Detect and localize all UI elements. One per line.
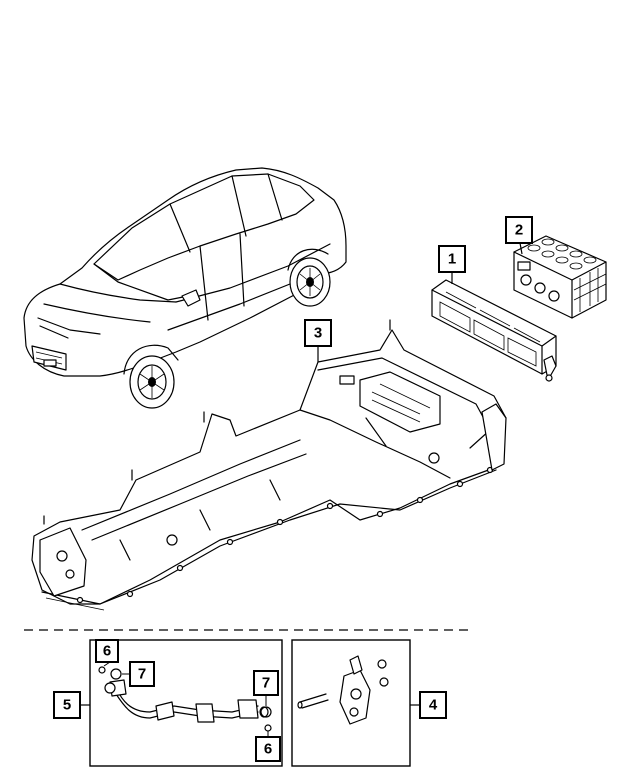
- svg-text:2: 2: [515, 222, 523, 239]
- callout-7-lower: 7: [253, 670, 279, 696]
- svg-text:1: 1: [448, 251, 456, 268]
- svg-text:6: 6: [264, 741, 272, 758]
- callout-7-upper: 7: [129, 661, 155, 687]
- svg-text:7: 7: [262, 675, 270, 692]
- callout-2-leader: [519, 242, 523, 255]
- coolant-hose-part-5: [98, 666, 272, 732]
- fitting-part-4: [297, 655, 389, 725]
- svg-text:4: 4: [429, 697, 438, 714]
- callout-1: 1: [438, 245, 466, 273]
- battery-module-part-1: [431, 279, 557, 382]
- vehicle-illustration: [23, 167, 347, 409]
- callout-6-lower: 6: [255, 736, 281, 762]
- callout-4: 4: [419, 691, 447, 719]
- callout-6-upper: 6: [95, 639, 119, 663]
- battery-tray-part-3: [31, 319, 507, 611]
- callout-2: 2: [505, 216, 533, 244]
- svg-text:5: 5: [63, 697, 71, 714]
- battery-stack-part-2: [513, 235, 607, 319]
- callout-3: 3: [304, 319, 332, 347]
- svg-text:6: 6: [103, 643, 111, 660]
- svg-text:7: 7: [138, 666, 146, 683]
- callout-5: 5: [53, 691, 81, 719]
- svg-text:3: 3: [314, 325, 322, 342]
